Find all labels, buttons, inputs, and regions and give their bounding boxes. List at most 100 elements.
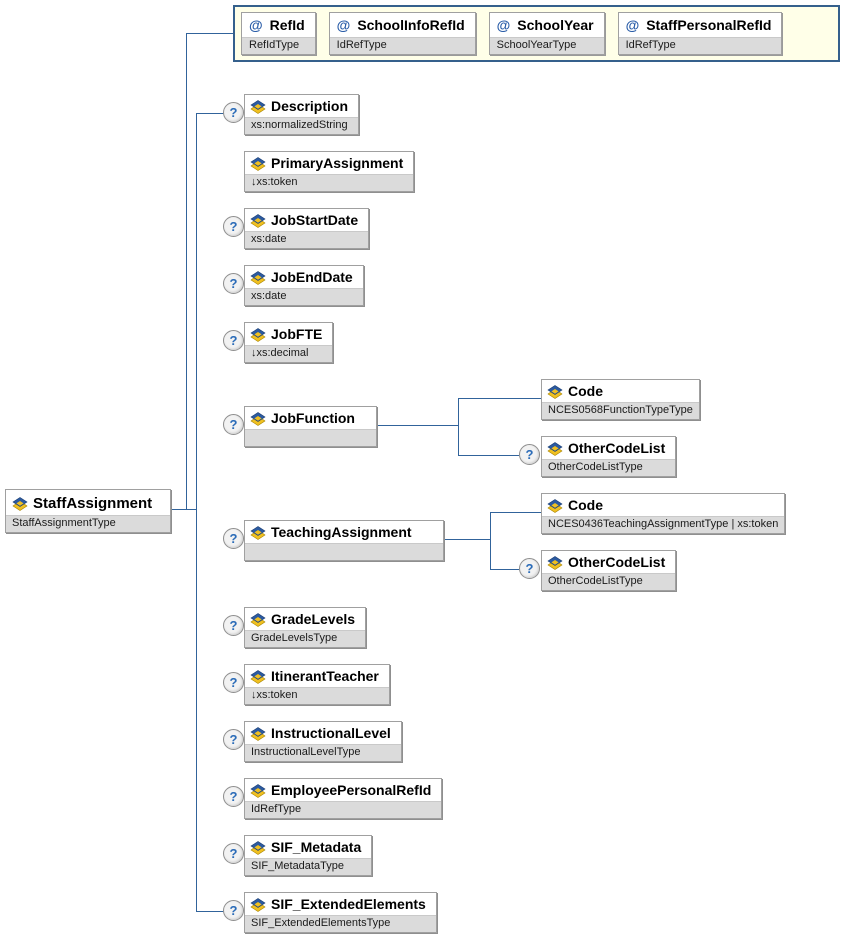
element-sifmetadata[interactable]: SIF_Metadata SIF_MetadataType	[244, 835, 373, 876]
element-jobenddate[interactable]: JobEndDate xs:date	[244, 265, 364, 306]
element-name: PrimaryAssignment	[271, 155, 404, 171]
element-type: NCES0568FunctionTypeType	[542, 402, 699, 419]
element-name: GradeLevels	[271, 611, 356, 627]
element-jobfunction[interactable]: JobFunction	[244, 406, 377, 447]
attribute-schoolinforefid[interactable]: @SchoolInfoRefId IdRefType	[328, 12, 476, 55]
connector-outer-vertical	[186, 33, 187, 510]
element-icon	[250, 783, 266, 798]
element-teachingassignment-code[interactable]: Code NCES0436TeachingAssignmentType | xs…	[541, 493, 786, 534]
element-icon	[547, 384, 563, 399]
element-icon	[547, 441, 563, 456]
element-jobfunction-othercodelist[interactable]: OtherCodeList OtherCodeListType	[541, 436, 677, 477]
optional-marker-jobfte: ?	[223, 330, 244, 351]
element-name: JobFTE	[271, 326, 323, 342]
connector-description-stub	[196, 113, 224, 114]
connector-ta-othercodelist-stub	[490, 569, 519, 570]
connector-jobfunction-vertical	[458, 398, 459, 456]
element-icon	[250, 897, 266, 912]
element-description[interactable]: Description xs:normalizedString	[244, 94, 360, 135]
attribute-schoolyear[interactable]: @SchoolYear SchoolYearType	[488, 12, 605, 55]
element-type: StaffAssignmentType	[6, 515, 170, 532]
element-staffassignment[interactable]: StaffAssignment StaffAssignmentType	[5, 489, 171, 533]
element-name: ItinerantTeacher	[271, 668, 379, 684]
element-name: JobStartDate	[271, 212, 359, 228]
element-name: TeachingAssignment	[271, 524, 412, 540]
element-type: ↓xs:token	[245, 687, 389, 704]
attribute-icon: @	[625, 17, 640, 33]
optional-marker-jobenddate: ?	[223, 273, 244, 294]
element-icon	[250, 99, 266, 114]
optional-marker-description: ?	[223, 102, 244, 123]
optional-marker-jobstartdate: ?	[223, 216, 244, 237]
attribute-type: IdRefType	[329, 37, 475, 54]
connector-sifext-stub	[196, 911, 224, 912]
element-icon	[250, 270, 266, 285]
element-type: xs:normalizedString	[245, 117, 359, 134]
optional-marker-employeepersonalrefid: ?	[223, 786, 244, 807]
attribute-type: SchoolYearType	[489, 37, 604, 54]
optional-marker-teachingassignment: ?	[223, 528, 244, 549]
element-type: xs:date	[245, 231, 369, 248]
element-name: InstructionalLevel	[271, 725, 391, 741]
optional-marker-sifextendedelements: ?	[223, 900, 244, 921]
element-icon	[250, 726, 266, 741]
element-name: Code	[568, 383, 603, 399]
element-icon	[547, 498, 563, 513]
connector-inner-vertical	[196, 113, 197, 912]
element-employeepersonalrefid[interactable]: EmployeePersonalRefId IdRefType	[244, 778, 443, 819]
element-gradelevels[interactable]: GradeLevels GradeLevelsType	[244, 607, 367, 648]
element-jobfunction-code[interactable]: Code NCES0568FunctionTypeType	[541, 379, 700, 420]
optional-marker-gradelevels: ?	[223, 615, 244, 636]
element-icon	[547, 555, 563, 570]
connector-ta-code-stub	[490, 512, 541, 513]
optional-marker-itinerantteacher: ?	[223, 672, 244, 693]
element-name: StaffAssignment	[33, 495, 153, 512]
element-icon	[250, 612, 266, 627]
element-type: ↓xs:token	[245, 174, 414, 191]
element-icon	[250, 156, 266, 171]
attribute-name: RefId	[269, 17, 305, 33]
element-type: IdRefType	[245, 801, 442, 818]
element-type	[245, 543, 443, 560]
element-type: SIF_MetadataType	[245, 858, 372, 875]
element-jobfte[interactable]: JobFTE ↓xs:decimal	[244, 322, 334, 363]
attribute-staffpersonalrefid[interactable]: @ StaffPersonalRefId IdRefType	[617, 12, 783, 55]
optional-marker-instructionallevel: ?	[223, 729, 244, 750]
element-primaryassignment[interactable]: PrimaryAssignment ↓xs:token	[244, 151, 415, 192]
element-itinerantteacher[interactable]: ItinerantTeacher ↓xs:token	[244, 664, 390, 705]
element-type: SIF_ExtendedElementsType	[245, 915, 436, 932]
element-icon	[250, 411, 266, 426]
element-teachingassignment-othercodelist[interactable]: OtherCodeList OtherCodeListType	[541, 550, 677, 591]
attribute-type: RefIdType	[242, 37, 315, 54]
connector-teaching-stub	[444, 539, 490, 540]
attribute-refid[interactable]: @RefId RefIdType	[241, 12, 316, 55]
element-name: SIF_ExtendedElements	[271, 896, 426, 912]
element-name: Description	[271, 98, 349, 114]
element-type	[245, 429, 376, 446]
element-icon	[12, 496, 28, 511]
element-name: EmployeePersonalRefId	[271, 782, 432, 798]
element-type: InstructionalLevelType	[245, 744, 401, 761]
attributes-group: @RefId RefIdType @SchoolInfoRefId IdRefT…	[233, 5, 840, 62]
attribute-name: SchoolInfoRefId	[357, 17, 465, 33]
element-sifextendedelements[interactable]: SIF_ExtendedElements SIF_ExtendedElement…	[244, 892, 437, 933]
element-type: NCES0436TeachingAssignmentType | xs:toke…	[542, 516, 785, 533]
attribute-type: IdRefType	[618, 37, 782, 54]
connector-jf-othercodelist-stub	[458, 455, 519, 456]
element-type: GradeLevelsType	[245, 630, 366, 647]
element-jobstartdate[interactable]: JobStartDate xs:date	[244, 208, 370, 249]
attribute-name: StaffPersonalRefId	[646, 17, 772, 33]
element-instructionallevel[interactable]: InstructionalLevel InstructionalLevelTyp…	[244, 721, 402, 762]
element-icon	[250, 525, 266, 540]
element-name: JobFunction	[271, 410, 355, 426]
optional-marker-ta-othercodelist: ?	[519, 558, 540, 579]
element-name: Code	[568, 497, 603, 513]
element-name: JobEndDate	[271, 269, 353, 285]
optional-marker-jobfunction: ?	[223, 414, 244, 435]
element-icon	[250, 213, 266, 228]
element-type: OtherCodeListType	[542, 573, 676, 590]
element-teachingassignment[interactable]: TeachingAssignment	[244, 520, 444, 561]
element-type: OtherCodeListType	[542, 459, 676, 476]
element-icon	[250, 327, 266, 342]
connector-attributes	[186, 33, 233, 34]
